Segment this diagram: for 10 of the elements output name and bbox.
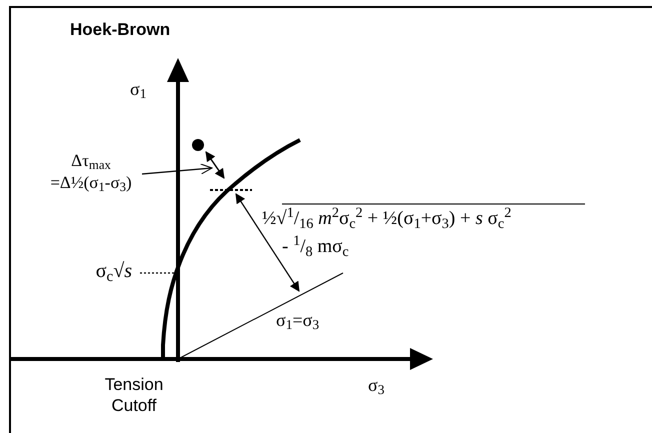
axis-label: σ$_{3}$ (368, 374, 386, 396)
line-label: σ$_{1}$=σ$_{3}$ (276, 309, 320, 331)
formula-text: σ$_{c}$√s (70, 258, 132, 284)
axis-label: σ$_{1}$ (130, 78, 148, 100)
axis-note: Tension Cutoff (104, 374, 164, 416)
diagram-title: Hoek-Brown (70, 20, 170, 40)
formula-text: - $^{1}$/$_{8}$ mσ$_{c}$ (282, 234, 350, 260)
leader-line (142, 163, 212, 175)
leader-line (140, 272, 175, 274)
formula-text: Δτ$_{max}$ =Δ½(σ$_{1}$-σ$_{3}$) (40, 150, 142, 194)
